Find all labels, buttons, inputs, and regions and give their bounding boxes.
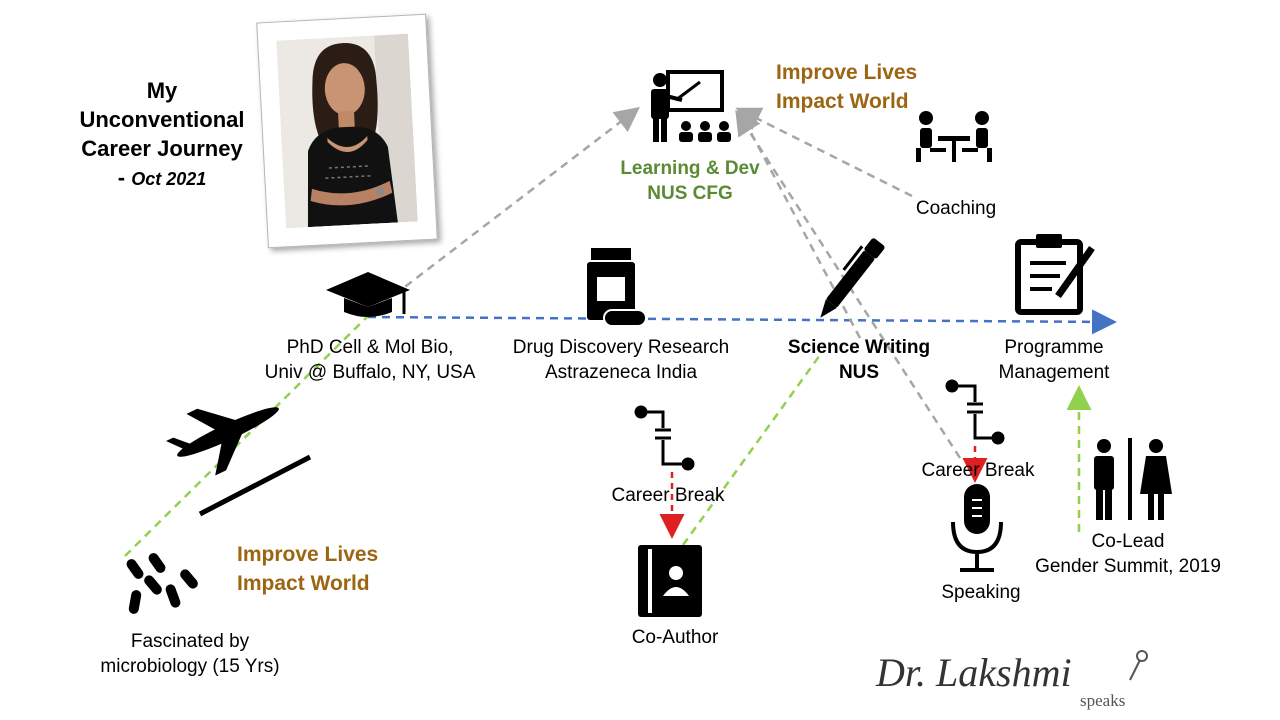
node-drug-discovery: Drug Discovery Research Astrazeneca Indi… xyxy=(490,335,752,385)
drug-line-2: Astrazeneca India xyxy=(544,362,698,383)
mic-logo-icon xyxy=(1129,650,1148,681)
slogan-bottom: Improve Lives Impact World xyxy=(237,540,378,598)
title-line-1: My xyxy=(146,78,178,103)
phd-line-2: Univ @ Buffalo, NY, USA xyxy=(264,362,476,383)
title-date-line: - Oct 2021 xyxy=(48,163,276,194)
bacteria-icon xyxy=(126,553,198,614)
title-dash: - xyxy=(117,165,132,190)
phd-line-1: PhD Cell & Mol Bio, xyxy=(286,337,454,358)
node-coaching: Coaching xyxy=(900,196,1012,221)
slogan-bottom-line-2: Impact World xyxy=(237,572,370,595)
science-line-2: NUS xyxy=(838,362,880,383)
toggle-switch-icon xyxy=(945,379,1005,445)
pill-bottle-icon xyxy=(587,248,647,327)
slogan-top: Improve Lives Impact World xyxy=(776,58,917,116)
restroom-icon xyxy=(1094,438,1172,520)
slogan-top-line-2: Impact World xyxy=(776,90,909,113)
speed-line xyxy=(198,454,312,517)
gray-arrow-speaking xyxy=(735,109,962,459)
gray-arrow-coaching xyxy=(735,107,913,198)
node-phd: PhD Cell & Mol Bio, Univ @ Buffalo, NY, … xyxy=(238,335,502,385)
co-author-label: Co-Author xyxy=(631,627,719,648)
slogan-bottom-line-1: Improve Lives xyxy=(237,543,379,566)
node-learning-dev: Learning & Dev NUS CFG xyxy=(600,156,780,206)
node-programme-management: Programme Management xyxy=(976,335,1132,385)
signature-sub: speaks xyxy=(1080,691,1125,710)
programme-line-2: Management xyxy=(998,362,1110,383)
timeline-arrow xyxy=(367,309,1117,335)
clipboard-icon xyxy=(1015,234,1095,315)
co-lead-line-2: Gender Summit, 2019 xyxy=(1035,556,1221,577)
drug-line-1: Drug Discovery Research xyxy=(512,337,730,358)
green-line-microbio xyxy=(124,311,373,557)
meeting-icon xyxy=(916,111,992,162)
portrait-drawing xyxy=(276,33,418,229)
teacher-icon xyxy=(651,70,731,142)
node-career-break-1: Career Break xyxy=(596,483,740,508)
co-lead-line-1: Co-Lead xyxy=(1091,531,1165,552)
signature-logo: Dr. Lakshmi speaks xyxy=(875,650,1148,710)
pen-icon xyxy=(820,238,885,318)
slogan-top-line-1: Improve Lives xyxy=(776,61,918,84)
career-break-2-label: Career Break xyxy=(921,460,1035,481)
title-line-3: Career Journey xyxy=(81,136,243,161)
node-career-break-2: Career Break xyxy=(906,458,1050,483)
toggle-switch-icon xyxy=(634,405,695,471)
coaching-label: Coaching xyxy=(915,198,997,219)
page-title: My Unconventional Career Journey - Oct 2… xyxy=(48,76,276,194)
microbio-line-1: Fascinated by xyxy=(130,631,250,652)
graduation-cap-icon xyxy=(326,272,410,317)
speaking-label: Speaking xyxy=(941,582,1021,603)
title-date: Oct 2021 xyxy=(131,169,207,189)
learning-line-1: Learning & Dev xyxy=(620,158,760,179)
profile-photo xyxy=(256,13,438,249)
node-speaking: Speaking xyxy=(926,580,1036,605)
contact-book-icon xyxy=(638,545,702,617)
airplane-icon xyxy=(166,407,279,476)
node-co-lead: Co-Lead Gender Summit, 2019 xyxy=(1016,529,1240,579)
science-line-1: Science Writing xyxy=(787,337,931,358)
learning-line-2: NUS CFG xyxy=(647,183,733,204)
programme-line-1: Programme xyxy=(1004,337,1104,358)
portrait-image xyxy=(276,33,418,229)
signature-name: Dr. Lakshmi xyxy=(875,650,1072,695)
node-co-author: Co-Author xyxy=(612,625,738,650)
green-line-coauthor xyxy=(681,354,822,546)
title-line-2: Unconventional xyxy=(79,107,245,132)
node-microbiology: Fascinated by microbiology (15 Yrs) xyxy=(80,629,300,679)
microbio-line-2: microbiology (15 Yrs) xyxy=(100,656,280,677)
node-science-writing: Science Writing NUS xyxy=(770,335,948,385)
microphone-icon xyxy=(951,484,1003,572)
career-break-1-label: Career Break xyxy=(611,485,725,506)
